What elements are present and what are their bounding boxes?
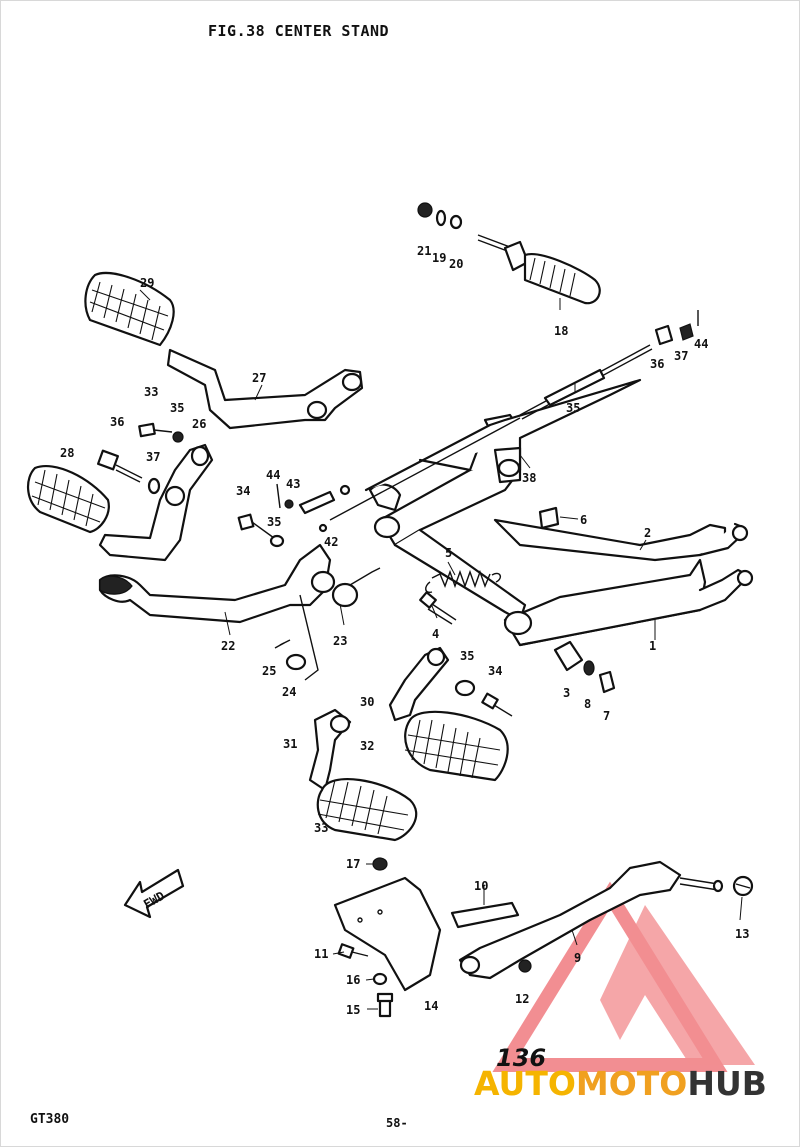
rear-peg-18 <box>417 202 601 305</box>
callout-37: 37 <box>146 450 160 464</box>
callout-40: 36 <box>650 357 664 371</box>
callout-36: 36 <box>110 415 124 429</box>
watermark-text-moto: MOTO <box>575 1064 688 1103</box>
callout-6: 6 <box>580 513 587 527</box>
callout-44b: 44 <box>266 468 280 482</box>
callout-30: 30 <box>360 695 374 709</box>
fwd-arrow <box>123 868 185 919</box>
callout-29: 29 <box>140 276 154 290</box>
callout-42: 42 <box>324 535 338 549</box>
callout-38: 38 <box>522 471 536 485</box>
footrests-32-33 <box>308 646 513 842</box>
small-parts-40-44 <box>654 310 699 346</box>
callout-9: 9 <box>574 951 581 965</box>
callout-41: 37 <box>674 349 688 363</box>
callout-24: 24 <box>282 685 296 699</box>
bracket-14 <box>333 857 442 1018</box>
callout-28: 28 <box>60 446 74 460</box>
callout-35c: 35 <box>460 649 474 663</box>
callout-34c: 34 <box>488 664 502 678</box>
callout-33: 33 <box>314 821 328 835</box>
callout-27: 27 <box>252 371 266 385</box>
callout-25: 25 <box>262 664 276 678</box>
callout-21: 21 <box>417 244 431 258</box>
callout-35b: 35 <box>267 515 281 529</box>
callout-16: 16 <box>346 973 360 987</box>
watermark-text-hub: HUB <box>687 1064 767 1103</box>
footrest-29-arm-27 <box>84 271 364 430</box>
callout-44: 44 <box>694 337 708 351</box>
footrest-28-arm-26 <box>27 443 214 562</box>
callout-11: 11 <box>314 947 328 961</box>
callout-2: 2 <box>644 526 651 540</box>
callout-15: 15 <box>346 1003 360 1017</box>
callout-32: 32 <box>360 739 374 753</box>
bolts-left <box>96 422 184 495</box>
callout-4: 4 <box>432 627 439 641</box>
figure-title: FIG.38 CENTER STAND <box>208 22 390 40</box>
callout-34: 33 <box>144 385 158 399</box>
brake-lever-22 <box>98 483 381 681</box>
stand-frame <box>364 378 754 647</box>
callout-23: 23 <box>333 634 347 648</box>
watermark-text-auto: AUTO <box>474 1064 576 1103</box>
callout-13: 13 <box>735 927 749 941</box>
watermark-logo-triangle <box>492 881 755 1072</box>
callout-14: 14 <box>424 999 438 1013</box>
leader-lines <box>139 289 743 1010</box>
callout-22: 22 <box>221 639 235 653</box>
callout-19: 19 <box>432 251 446 265</box>
callout-1: 1 <box>649 639 656 653</box>
callout-labels: 21 19 20 18 29 36 37 44 27 35 33 35 26 3… <box>60 244 749 1017</box>
callout-34b: 34 <box>236 484 250 498</box>
watermark-logo: AUTOMOTOHUB <box>474 1064 767 1103</box>
callout-8: 8 <box>584 697 591 711</box>
callout-18: 18 <box>554 324 568 338</box>
callout-39: 35 <box>566 401 580 415</box>
callout-5: 5 <box>445 546 452 560</box>
model-code: GT380 <box>30 1112 70 1127</box>
callout-20: 20 <box>449 257 463 271</box>
callout-3: 3 <box>563 686 570 700</box>
callout-17: 17 <box>346 857 360 871</box>
spring-and-bolt <box>419 506 616 694</box>
page-number: 58- <box>386 1116 408 1130</box>
callout-35: 35 <box>170 401 184 415</box>
callout-10: 10 <box>474 879 488 893</box>
kick-lever-9 <box>450 860 754 980</box>
callout-26: 26 <box>192 417 206 431</box>
group-code: 136 <box>496 1044 547 1072</box>
callout-43: 43 <box>286 477 300 491</box>
callout-12: 12 <box>515 992 529 1006</box>
callout-31: 31 <box>283 737 297 751</box>
callout-7: 7 <box>603 709 610 723</box>
